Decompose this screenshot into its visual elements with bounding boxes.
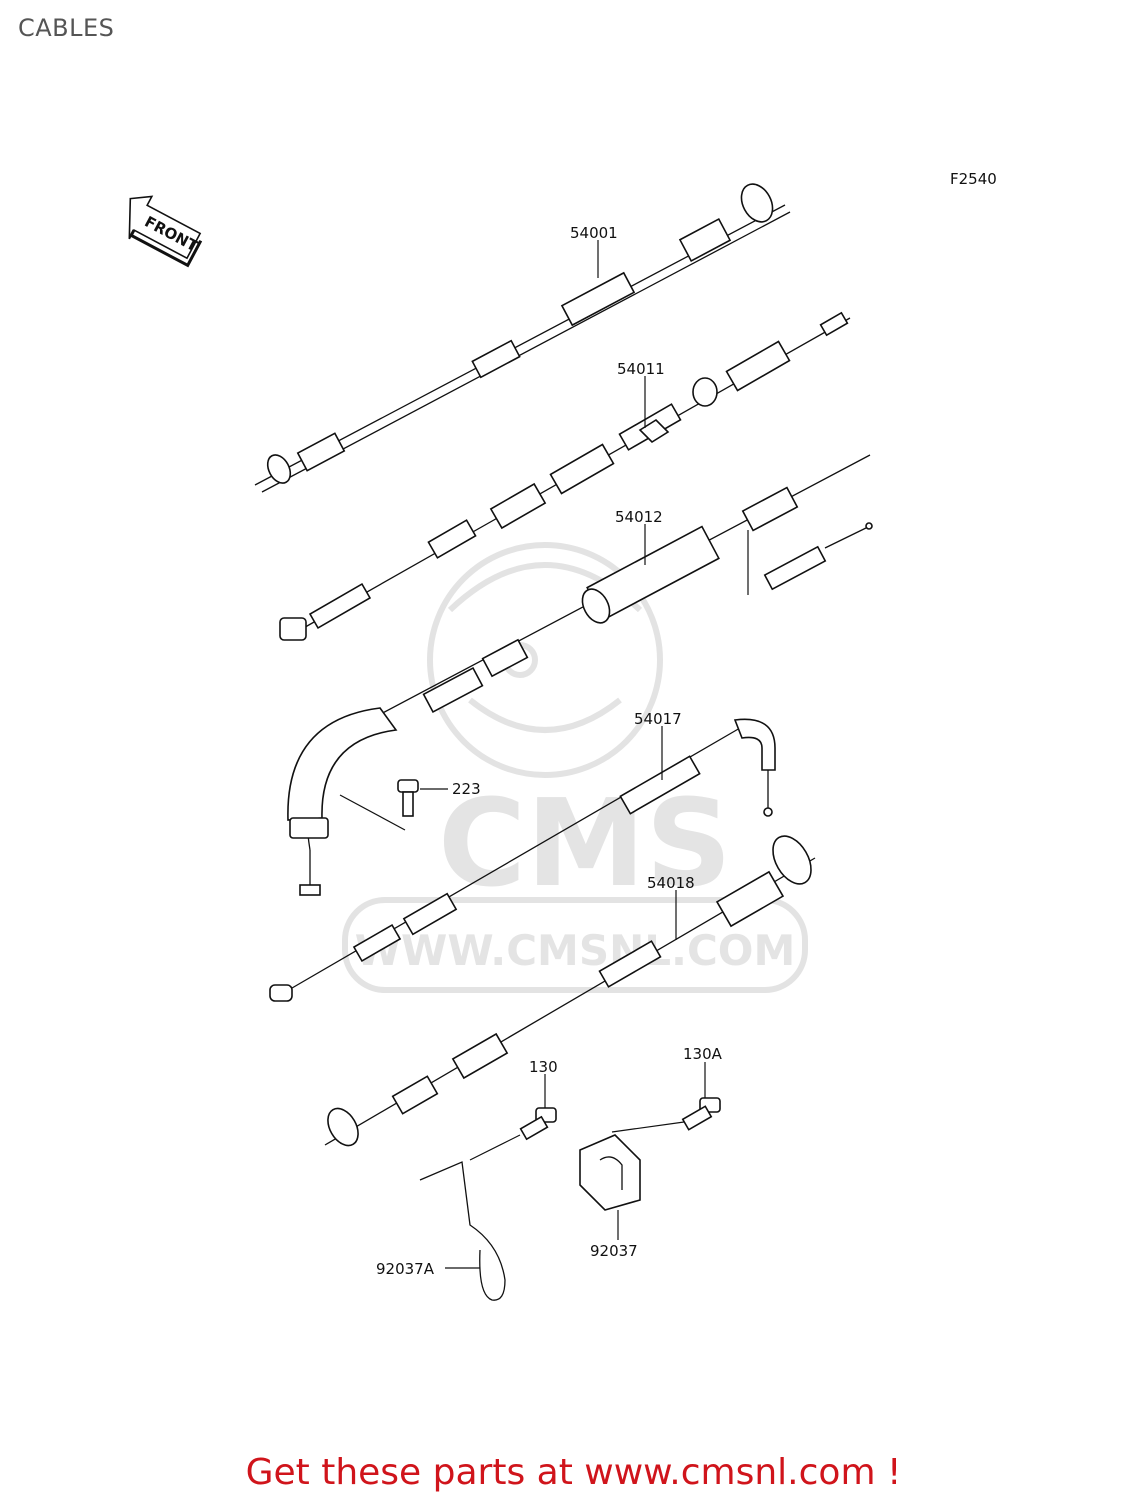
cable-54017 xyxy=(269,718,776,1002)
parts-diagram: CMS WWW.CMSNL.COM F2540 FRONT xyxy=(128,170,997,1301)
screw-223 xyxy=(339,779,419,831)
watermark-brand: CMS xyxy=(438,775,732,914)
cable-54011 xyxy=(279,311,851,641)
callout-54017: 54017 xyxy=(634,710,682,728)
callout-92037: 92037 xyxy=(590,1242,638,1260)
bolt-130A xyxy=(681,1097,721,1131)
clamp-92037 xyxy=(579,1121,685,1211)
bracket-92037A xyxy=(419,1134,521,1301)
callouts: 54001 54011 54012 54017 223 54018 130 13… xyxy=(376,224,723,1278)
promo-link[interactable]: Get these parts at www.cmsnl.com ! xyxy=(245,1452,902,1493)
leader-lines xyxy=(420,240,706,1269)
callout-54011: 54011 xyxy=(617,360,665,378)
figure-code: F2540 xyxy=(950,170,997,188)
callout-92037A: 92037A xyxy=(376,1260,435,1278)
callout-130A: 130A xyxy=(683,1045,723,1063)
watermark-url: WWW.CMSNL.COM xyxy=(355,926,796,975)
callout-223: 223 xyxy=(452,780,481,798)
callout-54012: 54012 xyxy=(615,508,663,526)
callout-54001: 54001 xyxy=(570,224,618,242)
callout-130: 130 xyxy=(529,1058,558,1076)
cable-54001 xyxy=(254,183,791,493)
cable-54012 xyxy=(287,454,873,896)
cable-54018 xyxy=(324,835,816,1147)
bolt-130 xyxy=(519,1107,557,1141)
callout-54018: 54018 xyxy=(647,874,695,892)
page-title: CABLES xyxy=(18,14,115,42)
front-arrow-icon: FRONT xyxy=(128,195,203,268)
